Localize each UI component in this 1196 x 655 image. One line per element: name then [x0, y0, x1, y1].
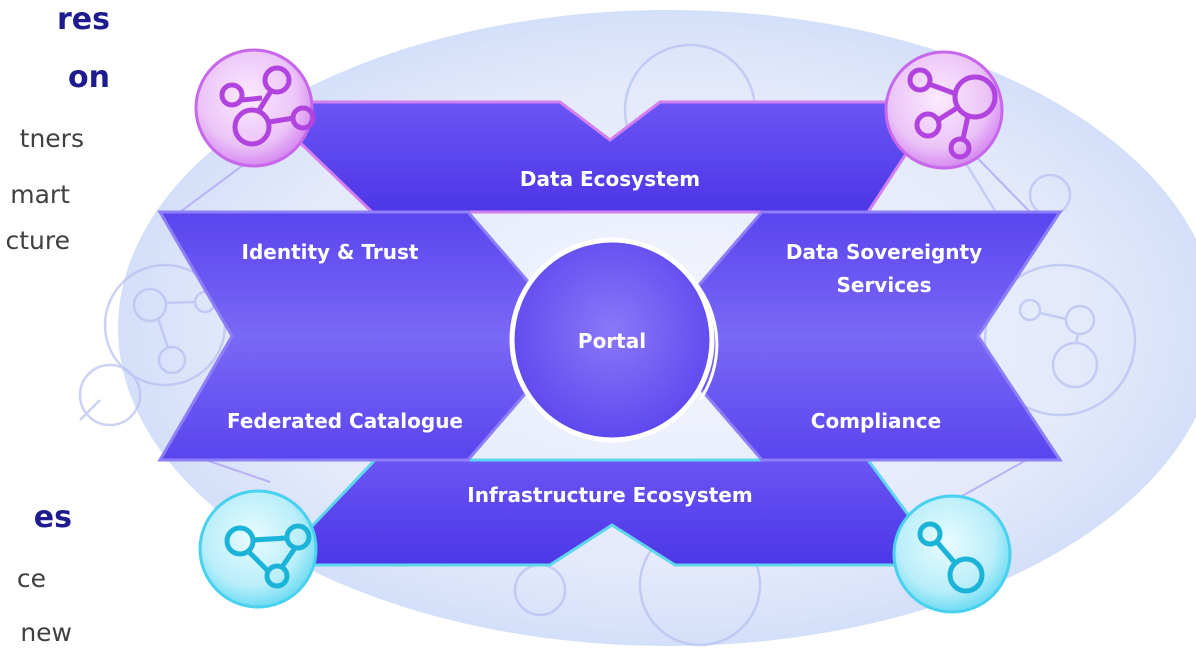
- section-body-2-line-2: new: [20, 618, 72, 647]
- section-body-1-line-3: cture: [5, 226, 70, 255]
- left-text-column: res on tners mart cture es ce new: [0, 0, 110, 655]
- infrastructure-ecosystem-band: [271, 458, 948, 567]
- network-node-icon: [198, 489, 318, 609]
- data-sovereignty-label-line-2: Services: [836, 273, 931, 297]
- left-wing-shape: [157, 210, 577, 462]
- network-node-icon: [892, 494, 1012, 614]
- portal-arc-accent: [693, 281, 719, 401]
- network-node-icon: [194, 48, 316, 168]
- data-sovereignty-label-line-1: Data Sovereignty: [786, 240, 982, 264]
- identity-trust-label: Identity & Trust: [242, 240, 419, 264]
- infrastructure-ecosystem-label: Infrastructure Ecosystem: [467, 483, 752, 507]
- section-body-1-line-1: tners: [19, 124, 84, 153]
- compliance-label: Compliance: [811, 409, 941, 433]
- section-heading-1-line-2: on: [68, 60, 110, 95]
- network-node-icon: [884, 50, 1004, 170]
- section-body-2-line-1: ce: [16, 564, 46, 593]
- portal-circle: [509, 237, 715, 443]
- portal-label: Portal: [578, 329, 646, 353]
- federated-catalogue-label: Federated Catalogue: [227, 409, 463, 433]
- section-body-1-line-2: mart: [10, 180, 70, 209]
- section-heading-1-line-1: res: [57, 2, 110, 37]
- section-heading-2: es: [33, 500, 72, 535]
- data-ecosystem-label: Data Ecosystem: [520, 167, 700, 191]
